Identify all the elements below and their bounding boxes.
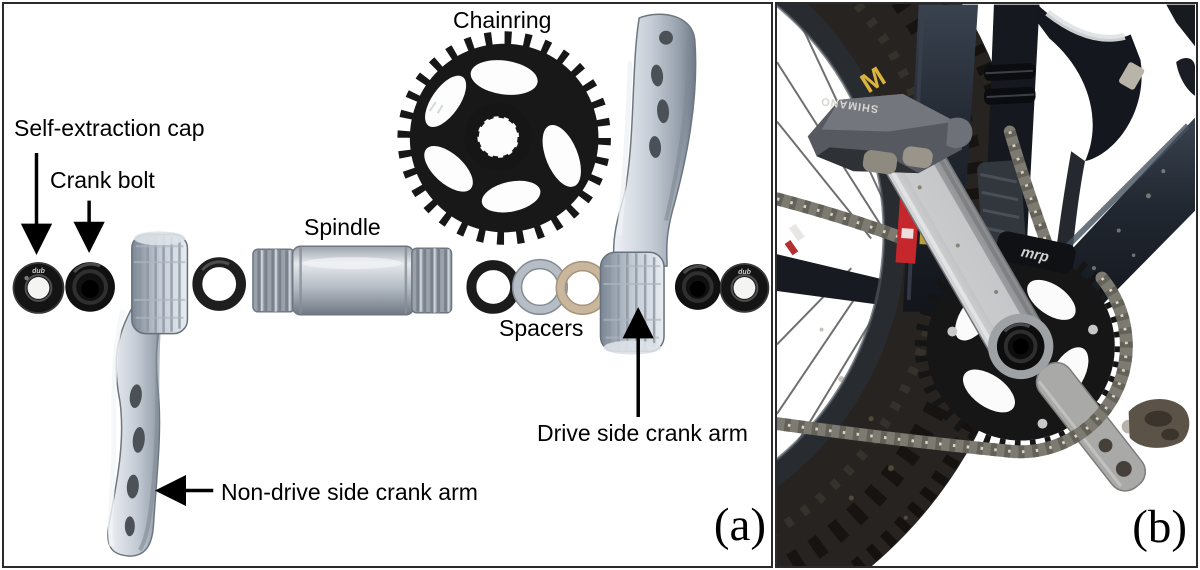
self-extraction-cap-left: dub [12,262,65,314]
annotation-arrows [20,152,654,507]
spacers [466,258,610,316]
pedal-binding-claw [862,150,898,175]
rim-decal-white [789,223,805,242]
installed-crank-bolt [996,322,1045,371]
panel-b-illustration: M [777,4,1196,566]
label-chainring: Chainring [453,7,552,33]
chainring [397,31,611,245]
label-crank-bolt: Crank bolt [50,167,155,193]
chainstay-tube [777,254,903,308]
label-non-drive-side-crank-arm: Non-drive side crank arm [221,479,478,505]
label-drive-side-crank-arm: Drive side crank arm [537,420,748,446]
drive-arm-spindle-boss [599,251,665,355]
panel-a-tag: (a) [713,499,766,551]
chain-guide: mrp [995,231,1076,274]
drive-crank-arm [599,13,697,355]
curved-frame-horn [1037,4,1145,310]
label-spacers: Spacers [499,315,584,341]
non-drive-arm-spindle-boss [131,231,189,335]
pedal-rear-cage [946,117,973,149]
non-drive-crank-arm [107,231,189,557]
shimano-pedal: SHIMANO [807,93,973,175]
rim-decal-red [784,239,799,256]
label-self-extraction-cap: Self-extraction cap [14,115,205,141]
crank-bolt-left [65,262,115,312]
muddy-pedal [1121,399,1190,448]
panel-b-tag: (b) [1132,501,1187,553]
label-spindle: Spindle [304,214,381,240]
rubber-strap [983,63,1036,105]
corner-frame-piece [1166,4,1196,47]
panel-b-installed-photo: M [775,2,1198,568]
spacer-black [466,260,521,314]
panel-a-illustration: dub [12,13,770,557]
small-hook-piece [1176,57,1196,96]
spindle [252,245,453,316]
chain-guide-brand-text: mrp [1020,244,1051,265]
chain-wrap-and-lower-run [777,271,1133,459]
cap-brand-text: dub [738,269,751,276]
cap-brand-text: dub [32,268,45,275]
panel-a-exploded-diagram: dub [2,2,773,568]
pedal-binding-claw [902,146,933,169]
self-extraction-cap-right: dub [719,263,770,313]
horn-silver-tip [1119,62,1145,90]
crank-bolt-right [674,264,721,310]
o-ring-seal [192,257,247,311]
